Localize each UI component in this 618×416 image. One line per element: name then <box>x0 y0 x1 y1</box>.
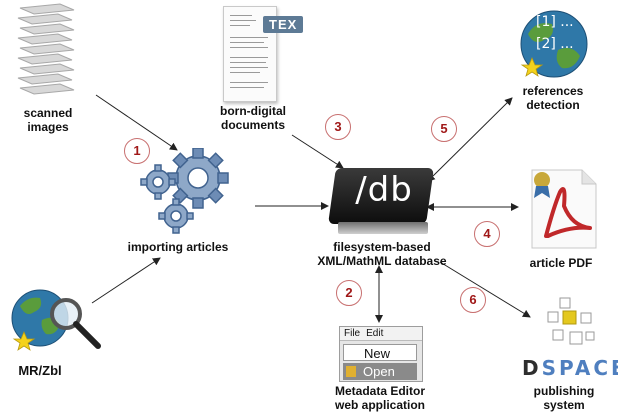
step-6-badge: 6 <box>460 287 486 313</box>
gears-icon <box>140 148 229 234</box>
mrzbl-label: MR/Zbl <box>18 363 62 378</box>
editor-menu-edit: Edit <box>366 328 384 339</box>
importing-articles-label: importing articles <box>127 240 229 254</box>
step-1-badge: 1 <box>124 138 150 164</box>
dspace-space: SPACE <box>541 356 618 380</box>
folder-icon <box>346 366 356 377</box>
globe-search-icon <box>11 289 101 351</box>
dspace-d: D <box>522 356 542 380</box>
references-detection-label: references detection <box>522 84 584 112</box>
arrow-borndigital-to-db <box>291 134 344 169</box>
pdf-icon <box>531 169 597 249</box>
references-globe-icon <box>520 10 588 78</box>
editor-open-item: Open <box>343 363 417 380</box>
database-label: filesystem-based XML/MathML database <box>317 240 447 268</box>
reference-2-text: [2] ... <box>536 36 574 52</box>
arrow-scanned-to-import <box>95 94 178 151</box>
arrow-db-dspace <box>439 261 531 318</box>
step-4-badge: 4 <box>474 221 500 247</box>
step-3-badge: 3 <box>325 114 351 140</box>
article-pdf-label: article PDF <box>529 256 593 270</box>
metadata-editor-window: File Edit New Open <box>339 326 423 382</box>
editor-new-item: New <box>343 344 417 361</box>
scanned-pages-icon <box>17 3 75 95</box>
database-base <box>338 222 428 234</box>
publishing-system-label: publishing system <box>533 384 595 412</box>
reference-1-text: [1] ... <box>536 14 574 30</box>
tex-badge: TEX <box>263 16 304 33</box>
arrow-mrzbl-to-import <box>91 257 161 304</box>
metadata-editor-label: Metadata Editor web application <box>334 384 425 412</box>
step-5-badge: 5 <box>431 116 457 142</box>
step-2-badge: 2 <box>336 280 362 306</box>
arrow-db-references <box>427 97 513 182</box>
editor-menu-file: File <box>344 328 361 339</box>
editor-menu-bar: File Edit <box>340 327 422 341</box>
dspace-wordmark: DSPACE <box>522 356 618 380</box>
dspace-logo-icon <box>547 297 595 345</box>
scanned-images-label: scanned images <box>23 106 73 134</box>
born-digital-label: born-digital documents <box>220 104 286 132</box>
db-logo-text: /db <box>355 170 413 210</box>
